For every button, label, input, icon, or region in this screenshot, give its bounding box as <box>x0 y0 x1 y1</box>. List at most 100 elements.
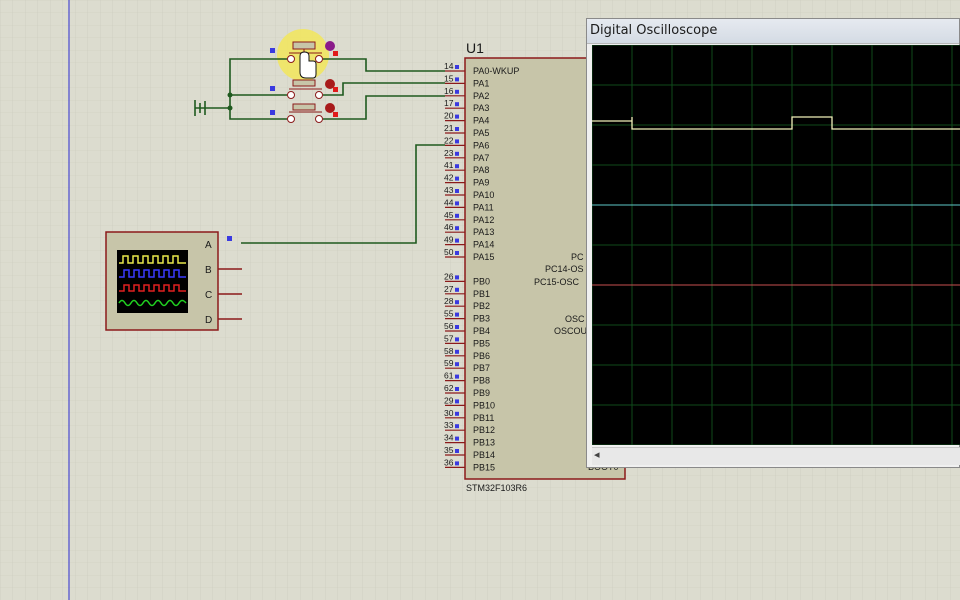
channel-label-b: B <box>205 265 212 276</box>
pin-name: PA11 <box>473 202 494 212</box>
pin-name: PA2 <box>473 91 489 101</box>
hand-cursor-icon <box>299 51 317 79</box>
pin-name: PB10 <box>473 400 495 410</box>
pin-name: PA8 <box>473 165 489 175</box>
oscilloscope-display[interactable] <box>591 44 960 446</box>
chip-right-label: OSC <box>565 314 585 324</box>
pin-name: PA4 <box>473 116 489 126</box>
pin-name: PB14 <box>473 450 495 460</box>
chip-right-label: OSCOU <box>554 326 587 336</box>
pin-number: 46 <box>444 222 454 232</box>
oscilloscope-window[interactable]: Digital Oscilloscope ◂ <box>586 18 960 468</box>
chip-part-number: STM32F103R6 <box>466 483 527 493</box>
pin-number: 55 <box>444 309 454 319</box>
pin-name: PA12 <box>473 215 494 225</box>
pin-number: 17 <box>444 98 454 108</box>
pin-name: PB13 <box>473 438 495 448</box>
chip-right-label: PC15-OSC <box>534 277 580 287</box>
pin-number: 56 <box>444 321 454 331</box>
pin-name: PA14 <box>473 240 494 250</box>
horizontal-scrollbar[interactable]: ◂ <box>592 447 960 465</box>
chip-right-label: PC14-OS <box>545 264 584 274</box>
pin-number: 20 <box>444 111 454 121</box>
pin-number: 61 <box>444 371 454 381</box>
button-state-indicator <box>325 103 335 113</box>
pin-number: 57 <box>444 333 454 343</box>
window-titlebar[interactable]: Digital Oscilloscope <box>587 19 959 44</box>
pin-name: PB6 <box>473 351 490 361</box>
pin-name: PA9 <box>473 178 489 188</box>
chip-right-label: PC <box>571 252 584 262</box>
pin-number: 41 <box>444 160 454 170</box>
pin-name: PB5 <box>473 338 490 348</box>
button-group <box>270 29 338 123</box>
pin-number: 58 <box>444 346 454 356</box>
push-button-2[interactable] <box>270 79 338 99</box>
pin-number: 35 <box>444 445 454 455</box>
pin-name: PB0 <box>473 276 490 286</box>
trace-channel-a <box>592 116 960 130</box>
pin-name: PA0-WKUP <box>473 66 519 76</box>
pin-number: 34 <box>444 433 454 443</box>
pin-number: 15 <box>444 73 454 83</box>
pin-name: PA6 <box>473 140 489 150</box>
pin-number: 59 <box>444 358 454 368</box>
pin-number: 45 <box>444 210 454 220</box>
pin-name: PA13 <box>473 227 494 237</box>
scroll-left-icon[interactable]: ◂ <box>594 449 600 461</box>
button-state-indicator <box>325 79 335 89</box>
pin-name: PB2 <box>473 301 490 311</box>
pin-number: 28 <box>444 296 454 306</box>
oscilloscope-instrument[interactable]: A B C D <box>105 231 242 331</box>
pin-name: PB8 <box>473 376 490 386</box>
pin-name: PA15 <box>473 252 494 262</box>
pin-name: PB4 <box>473 326 490 336</box>
push-button-3[interactable] <box>270 103 338 123</box>
ground-symbol <box>194 100 206 116</box>
pin-name: PB7 <box>473 363 490 373</box>
channel-label-a: A <box>205 240 212 251</box>
window-title: Digital Oscilloscope <box>590 23 718 38</box>
channel-label-c: C <box>205 290 212 301</box>
pin-name: PA3 <box>473 103 489 113</box>
pin-number: 16 <box>444 86 454 96</box>
pin-number: 22 <box>444 135 454 145</box>
button-state-indicator <box>325 41 335 51</box>
pin-number: 27 <box>444 284 454 294</box>
pin-number: 42 <box>444 173 454 183</box>
pin-name: PA5 <box>473 128 489 138</box>
pin-number: 21 <box>444 123 454 133</box>
